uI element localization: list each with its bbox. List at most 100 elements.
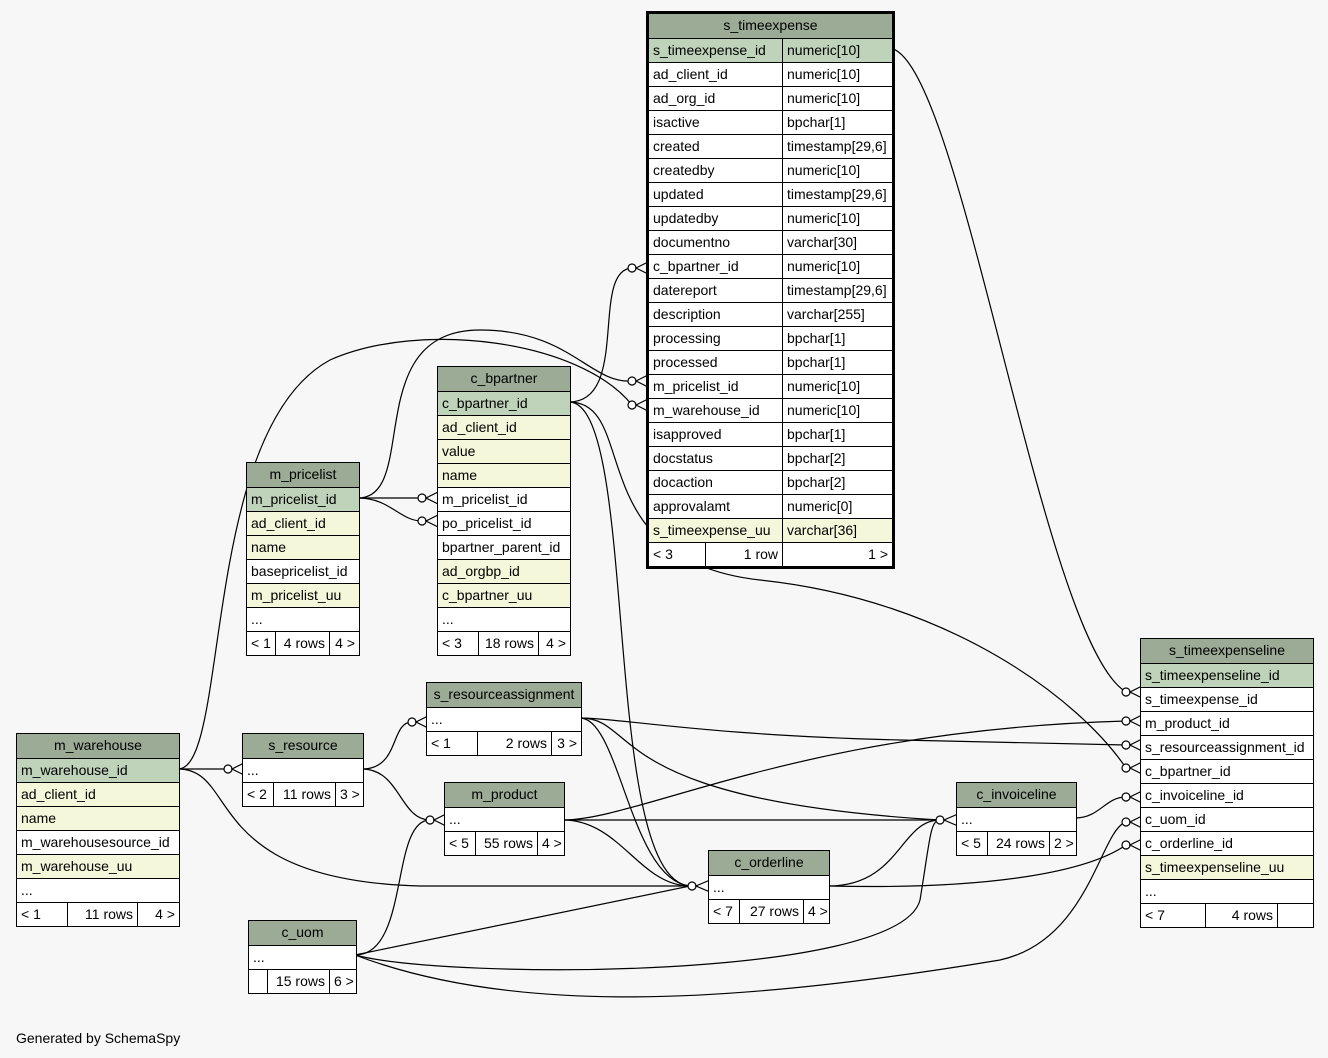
column-row[interactable]: basepricelist_id <box>247 559 359 583</box>
column-name: name <box>21 810 57 826</box>
column-row[interactable]: c_orderline_id <box>1141 831 1313 855</box>
column-name: c_orderline_id <box>1145 835 1233 851</box>
parent-count: < 5 <box>961 835 981 851</box>
column-row[interactable]: ad_client_id <box>17 782 179 806</box>
column-row[interactable]: m_product_id <box>1141 711 1313 735</box>
column-row[interactable]: c_uom_id <box>1141 807 1313 831</box>
column-row[interactable]: ... <box>1141 879 1313 903</box>
parent-count: < 3 <box>653 546 673 562</box>
table-title: c_orderline <box>734 854 804 870</box>
column-row[interactable]: c_invoiceline_id <box>1141 783 1313 807</box>
parent-count: < 1 <box>431 735 451 751</box>
column-row[interactable]: bpartner_parent_id <box>438 535 570 559</box>
column-row[interactable]: s_timeexpense_id numeric[10] <box>649 38 892 62</box>
column-row[interactable]: po_pricelist_id <box>438 511 570 535</box>
column-name: basepricelist_id <box>251 563 348 579</box>
column-row[interactable]: m_pricelist_id <box>438 487 570 511</box>
column-row[interactable]: s_timeexpenseline_id <box>1141 663 1313 687</box>
column-name: approvalamt <box>653 498 731 514</box>
table-title: c_invoiceline <box>976 786 1057 802</box>
child-count: 4 > <box>137 903 179 926</box>
column-name: ad_client_id <box>653 66 728 82</box>
relation-line <box>354 819 431 956</box>
column-row[interactable]: ... <box>17 878 179 902</box>
column-row[interactable]: ... <box>445 807 564 831</box>
column-row[interactable]: ... <box>709 875 829 899</box>
column-type: numeric[10] <box>782 39 892 62</box>
column-name: ad_org_id <box>653 90 716 106</box>
column-row[interactable]: ... <box>243 758 363 782</box>
table-title: c_uom <box>281 924 324 940</box>
column-row[interactable]: name <box>17 806 179 830</box>
column-row[interactable]: ... <box>247 607 359 631</box>
column-row[interactable]: ad_client_id <box>247 511 359 535</box>
column-row[interactable]: m_warehouse_id <box>17 758 179 782</box>
relation-line <box>827 844 1127 888</box>
column-row[interactable]: m_pricelist_uu <box>247 583 359 607</box>
column-row[interactable]: m_warehousesource_id <box>17 830 179 854</box>
relation-line <box>579 717 1127 746</box>
column-row[interactable]: m_warehouse_uu <box>17 854 179 878</box>
column-name: c_invoiceline_id <box>1145 787 1244 803</box>
column-row[interactable]: s_timeexpense_id <box>1141 687 1313 711</box>
column-row[interactable]: c_bpartner_id <box>1141 759 1313 783</box>
column-row[interactable]: ... <box>957 807 1076 831</box>
relation-line <box>354 819 941 971</box>
column-row[interactable]: ad_client_id <box>438 415 570 439</box>
column-row[interactable]: value <box>438 439 570 463</box>
column-name: name <box>251 539 287 555</box>
column-row[interactable]: name <box>438 463 570 487</box>
column-row[interactable]: ... <box>249 945 356 969</box>
column-row[interactable]: ... <box>427 707 581 731</box>
column-row[interactable]: name <box>247 535 359 559</box>
relation-line <box>357 497 423 522</box>
column-name: c_uom_id <box>1145 811 1206 827</box>
column-row[interactable]: c_bpartner_uu <box>438 583 570 607</box>
column-row[interactable]: ad_orgbp_id <box>438 559 570 583</box>
column-row[interactable]: m_pricelist_id <box>247 487 359 511</box>
column-row[interactable]: c_bpartner_id <box>438 391 570 415</box>
column-row[interactable]: s_resourceassignment_id <box>1141 735 1313 759</box>
column-name: ... <box>713 879 725 895</box>
column-row[interactable]: ... <box>438 607 570 631</box>
column-name: ... <box>253 949 265 965</box>
column-row[interactable]: s_timeexpenseline_uu <box>1141 855 1313 879</box>
column-name: s_timeexpense_id <box>653 42 766 58</box>
child-count: 1 > <box>782 543 892 566</box>
column-name: documentno <box>653 234 731 250</box>
column-type: numeric[10] <box>782 255 892 278</box>
